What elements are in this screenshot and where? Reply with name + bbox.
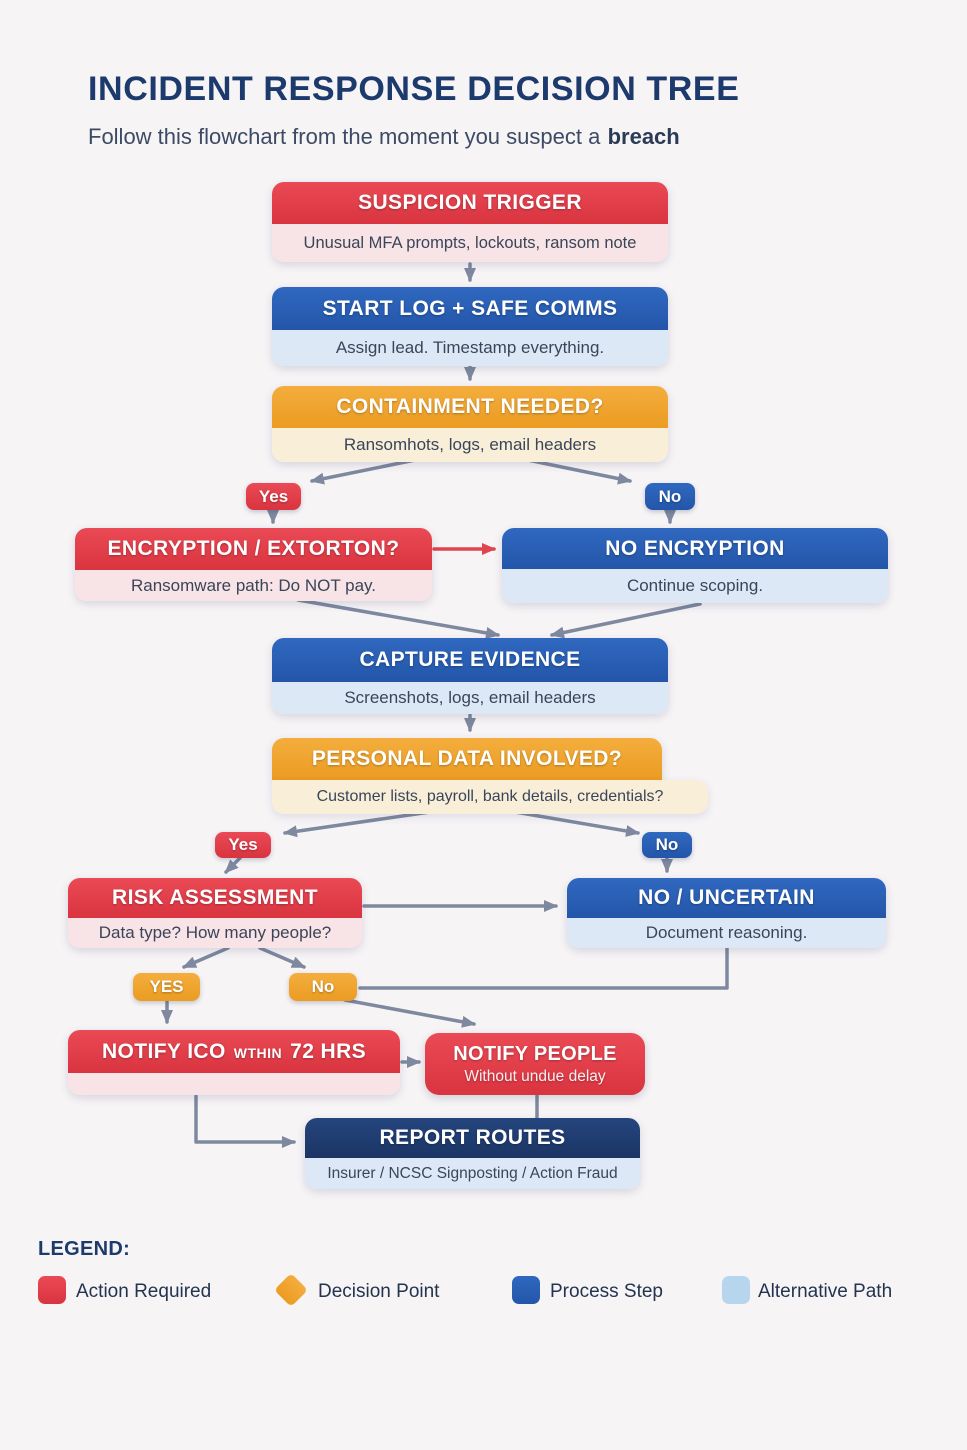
node-title: REPORT ROUTES xyxy=(305,1118,640,1158)
node-title: ENCRYPTION / EXTORTON? xyxy=(75,528,432,570)
notify-ico-title-small: WTHIN xyxy=(233,1045,283,1061)
node-title: RISK ASSESSMENT xyxy=(68,878,362,918)
node-personal-data: PERSONAL DATA INVOLVED? Customer lists, … xyxy=(272,738,708,814)
node-title: CONTAINMENT NEEDED? xyxy=(272,386,668,428)
node-no-encryption: NO ENCRYPTION Continue scoping. xyxy=(502,528,888,603)
node-notify-ico: NOTIFY ICO WTHIN 72 HRS xyxy=(68,1030,400,1095)
legend-label: Process Step xyxy=(550,1281,663,1302)
node-subtitle-empty xyxy=(68,1073,400,1095)
node-encryption-extortion: ENCRYPTION / EXTORTON? Ransomware path: … xyxy=(75,528,432,601)
node-suspicion-trigger: SUSPICION TRIGGER Unusual MFA prompts, l… xyxy=(272,182,668,262)
node-report-routes: REPORT ROUTES Insurer / NCSC Signposting… xyxy=(305,1118,640,1189)
node-title: NOTIFY ICO WTHIN 72 HRS xyxy=(68,1030,400,1073)
node-title: PERSONAL DATA INVOLVED? xyxy=(272,738,662,780)
decision-pill-risk-no: No xyxy=(289,973,357,1001)
node-notify-people: NOTIFY PEOPLE Without undue delay xyxy=(425,1033,645,1095)
page-title: INCIDENT RESPONSE DECISION TREE xyxy=(88,70,740,108)
connector-yes-to-risk xyxy=(224,856,242,874)
legend-swatch-alternative-path xyxy=(722,1276,750,1304)
node-containment-needed: CONTAINMENT NEEDED? Ransomhots, logs, em… xyxy=(272,386,668,462)
page-subtitle-breach: breach xyxy=(607,124,680,149)
connector-risk-to-no xyxy=(258,946,306,969)
node-title: NOTIFY PEOPLE xyxy=(453,1042,617,1065)
node-title: NO ENCRYPTION xyxy=(502,528,888,569)
legend-swatch-process-step xyxy=(512,1276,540,1304)
decision-pill-containment-yes: Yes xyxy=(246,483,301,510)
node-no-uncertain: NO / UNCERTAIN Document reasoning. xyxy=(567,878,886,948)
notify-ico-title-main: NOTIFY ICO xyxy=(101,1039,226,1063)
legend-label: Alternative Path xyxy=(758,1281,893,1302)
connector-personaldata-to-no xyxy=(513,810,640,837)
node-subtitle: Document reasoning. xyxy=(567,918,886,948)
legend-swatch-action-required xyxy=(38,1276,66,1304)
connector-no-to-notifypeople xyxy=(343,998,476,1028)
node-title: START LOG + SAFE COMMS xyxy=(272,287,668,330)
legend-label: Action Required xyxy=(76,1281,212,1302)
connector-personaldata-to-yes xyxy=(283,810,432,838)
node-subtitle: Customer lists, payroll, bank details, c… xyxy=(272,780,708,814)
node-title: SUSPICION TRIGGER xyxy=(272,182,668,224)
node-subtitle: Insurer / NCSC Signposting / Action Frau… xyxy=(305,1158,640,1189)
decision-pill-risk-yes: YES xyxy=(133,973,200,1001)
connector-noencryption-to-capture xyxy=(550,602,702,639)
node-start-log: START LOG + SAFE COMMS Assign lead. Time… xyxy=(272,287,668,366)
page-subtitle: Follow this flowchart from the moment yo… xyxy=(88,124,680,150)
node-subtitle: Ransomhots, logs, email headers xyxy=(272,428,668,462)
connector-notifyico-to-reportroutes xyxy=(194,1094,296,1148)
page-subtitle-text: Follow this flowchart from the moment yo… xyxy=(88,124,601,149)
node-capture-evidence: CAPTURE EVIDENCE Screenshots, logs, emai… xyxy=(272,638,668,714)
connector-risk-to-yes xyxy=(182,946,230,969)
decision-pill-personaldata-no: No xyxy=(642,832,692,858)
connector-encryption-to-capture xyxy=(296,598,500,639)
node-title: NO / UNCERTAIN xyxy=(567,878,886,918)
node-subtitle: Unusual MFA prompts, lockouts, ransom no… xyxy=(272,224,668,262)
node-subtitle: Continue scoping. xyxy=(502,569,888,603)
node-subtitle: Without undue delay xyxy=(464,1067,606,1085)
legend-heading: LEGEND: xyxy=(38,1238,131,1260)
decision-pill-personaldata-yes: Yes xyxy=(215,832,271,858)
node-risk-assessment: RISK ASSESSMENT Data type? How many peop… xyxy=(68,878,362,948)
node-title: CAPTURE EVIDENCE xyxy=(272,638,668,682)
node-subtitle: Assign lead. Timestamp everything. xyxy=(272,330,668,366)
connector-nouncertain-elbow xyxy=(358,946,729,990)
legend-label: Decision Point xyxy=(318,1281,440,1302)
node-subtitle: Data type? How many people? xyxy=(68,918,362,948)
notify-ico-title-end: 72 HRS xyxy=(290,1039,367,1063)
node-subtitle: Ransomware path: Do NOT pay. xyxy=(75,570,432,601)
decision-pill-containment-no: No xyxy=(645,483,695,510)
node-subtitle: Screenshots, logs, email headers xyxy=(272,682,668,714)
